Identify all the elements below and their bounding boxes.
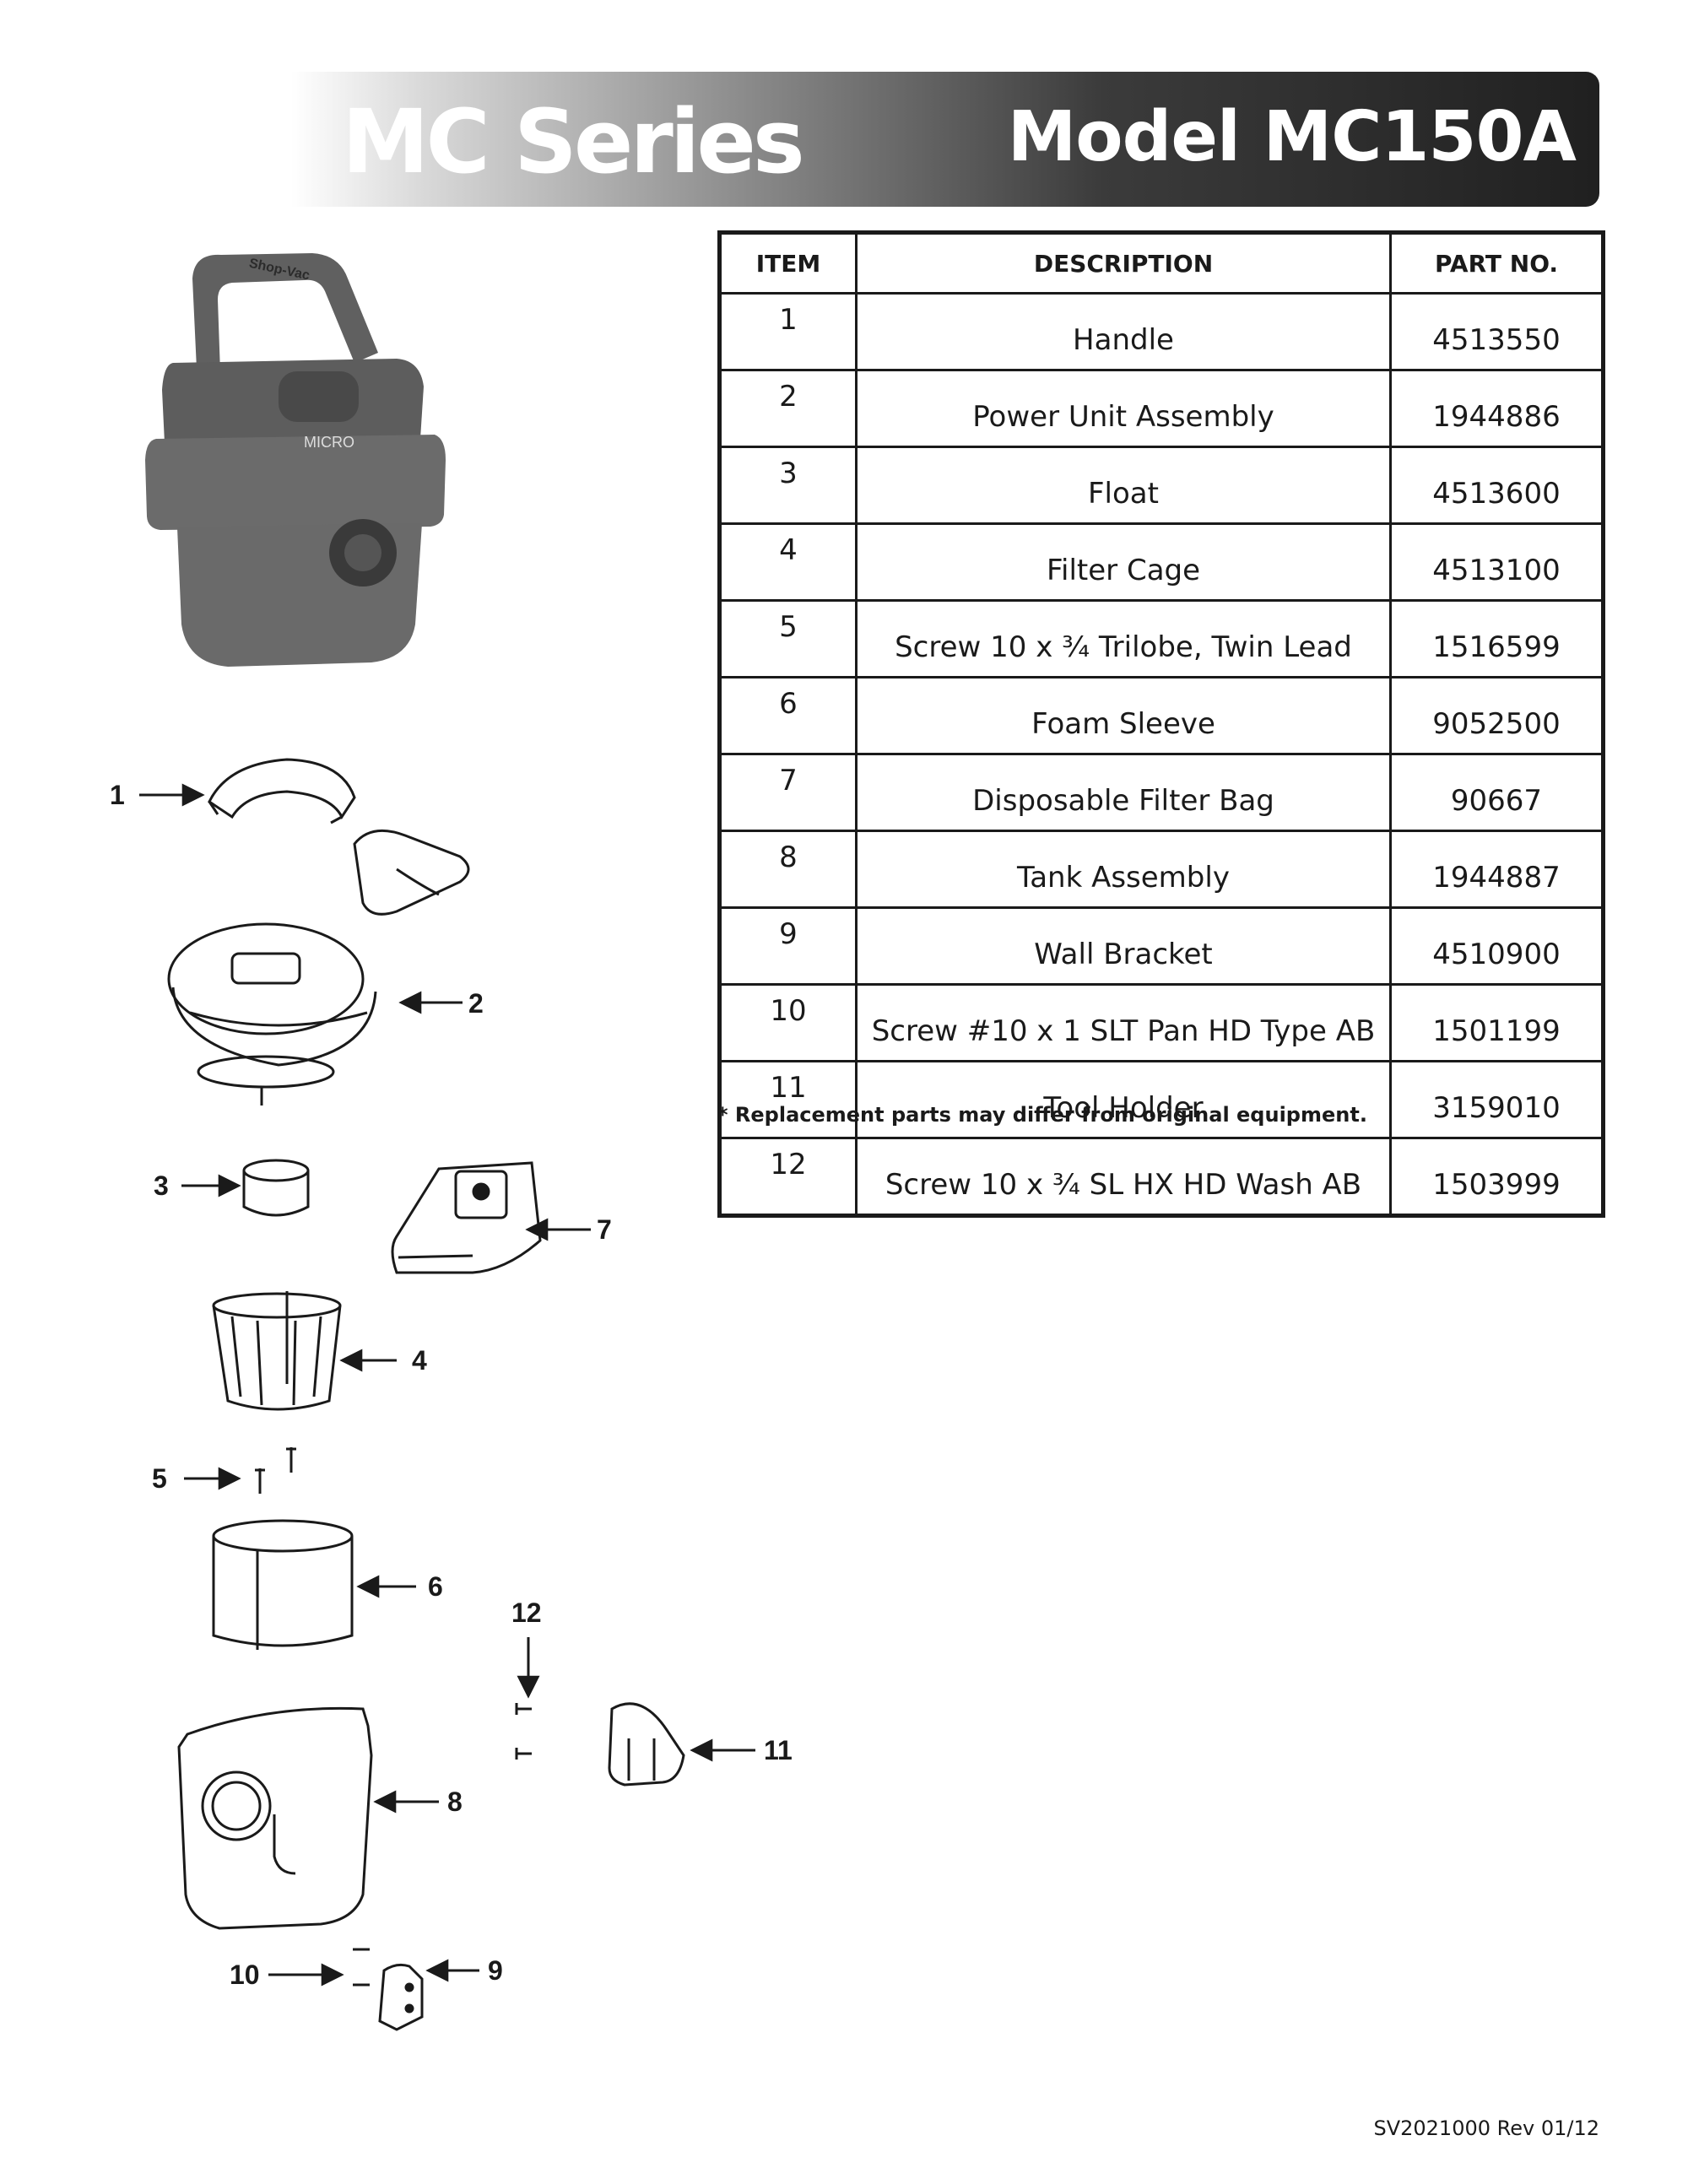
replacement-note: * Replacement parts may differ from orig… (717, 1103, 1367, 1127)
part-no-cell: 4513550 (1389, 292, 1604, 371)
description-cell: Tank Assembly (855, 830, 1392, 909)
item-cell: 7 (718, 753, 858, 832)
part-5-screws (255, 1447, 296, 1494)
header-banner: MC Series Model MC150A (291, 72, 1599, 207)
description-cell: Filter Cage (855, 522, 1392, 602)
part-4-filter-cage (212, 1291, 342, 1411)
assembled-vacuum-image: MICRO Shop-Vac (145, 253, 446, 667)
part-8-tank (177, 1706, 373, 1930)
series-title: MC Series (342, 90, 805, 193)
item-cell: 12 (718, 1137, 858, 1217)
header-part-no: PART NO. (1389, 231, 1604, 295)
part-3-float (242, 1159, 310, 1217)
callout-4: 4 (412, 1345, 427, 1376)
item-cell: 1 (718, 292, 858, 371)
document-code: SV2021000 Rev 01/12 (1373, 2116, 1599, 2140)
part-2-power-unit (167, 829, 470, 1106)
item-cell: 11 (718, 1060, 858, 1139)
header-description: DESCRIPTION (855, 231, 1392, 295)
part-no-cell: 1503999 (1389, 1137, 1604, 1217)
callout-1: 1 (110, 780, 125, 810)
part-no-cell: 9052500 (1389, 676, 1604, 755)
callout-8: 8 (447, 1787, 463, 1817)
item-cell: 4 (718, 522, 858, 602)
item-cell: 8 (718, 830, 858, 909)
callout-11: 11 (764, 1735, 793, 1765)
callout-7: 7 (597, 1214, 612, 1245)
description-cell: Screw 10 x ¾ SL HX HD Wash AB (855, 1137, 1392, 1217)
part-6-foam-sleeve (212, 1519, 354, 1650)
micro-label: MICRO (304, 434, 354, 451)
part-11-tool-holder (608, 1702, 685, 1787)
part-12-screws (515, 1703, 532, 1760)
part-no-cell: 1516599 (1389, 599, 1604, 678)
callout-10: 10 (230, 1960, 260, 1990)
part-no-cell: 1501199 (1389, 983, 1604, 1062)
description-cell: Power Unit Assembly (855, 369, 1392, 448)
part-no-cell: 4513100 (1389, 522, 1604, 602)
part-7-filter-bag (391, 1161, 542, 1274)
description-cell: Float (855, 446, 1392, 525)
description-cell: Wall Bracket (855, 906, 1392, 986)
callout-2: 2 (468, 988, 484, 1019)
item-cell: 10 (718, 983, 858, 1062)
part-no-cell: 1944887 (1389, 830, 1604, 909)
model-title: Model MC150A (1007, 97, 1577, 177)
part-no-cell: 4510900 (1389, 906, 1604, 986)
header-item: ITEM (718, 231, 858, 295)
description-cell: Foam Sleeve (855, 676, 1392, 755)
table-header-row: ITEM DESCRIPTION PART NO. (718, 231, 1604, 295)
description-cell: Disposable Filter Bag (855, 753, 1392, 832)
callout-5: 5 (152, 1463, 167, 1494)
description-cell: Handle (855, 292, 1392, 371)
callout-3: 3 (154, 1170, 169, 1201)
description-cell: Tool Holder (855, 1060, 1392, 1139)
part-1-handle (208, 758, 356, 824)
part-no-cell: 1944886 (1389, 369, 1604, 448)
description-cell: Screw 10 x ¾ Trilobe, Twin Lead (855, 599, 1392, 678)
callout-6: 6 (428, 1571, 443, 1602)
part-10-screws (353, 1948, 370, 1987)
item-cell: 6 (718, 676, 858, 755)
callout-9: 9 (488, 1955, 503, 1986)
item-cell: 3 (718, 446, 858, 525)
part-9-wall-bracket (378, 1963, 424, 2031)
item-cell: 5 (718, 599, 858, 678)
part-no-cell: 90667 (1389, 753, 1604, 832)
item-cell: 9 (718, 906, 858, 986)
item-cell: 2 (718, 369, 858, 448)
description-cell: Screw #10 x 1 SLT Pan HD Type AB (855, 983, 1392, 1062)
part-no-cell: 4513600 (1389, 446, 1604, 525)
part-no-cell: 3159010 (1389, 1060, 1604, 1139)
callout-12: 12 (511, 1597, 542, 1628)
